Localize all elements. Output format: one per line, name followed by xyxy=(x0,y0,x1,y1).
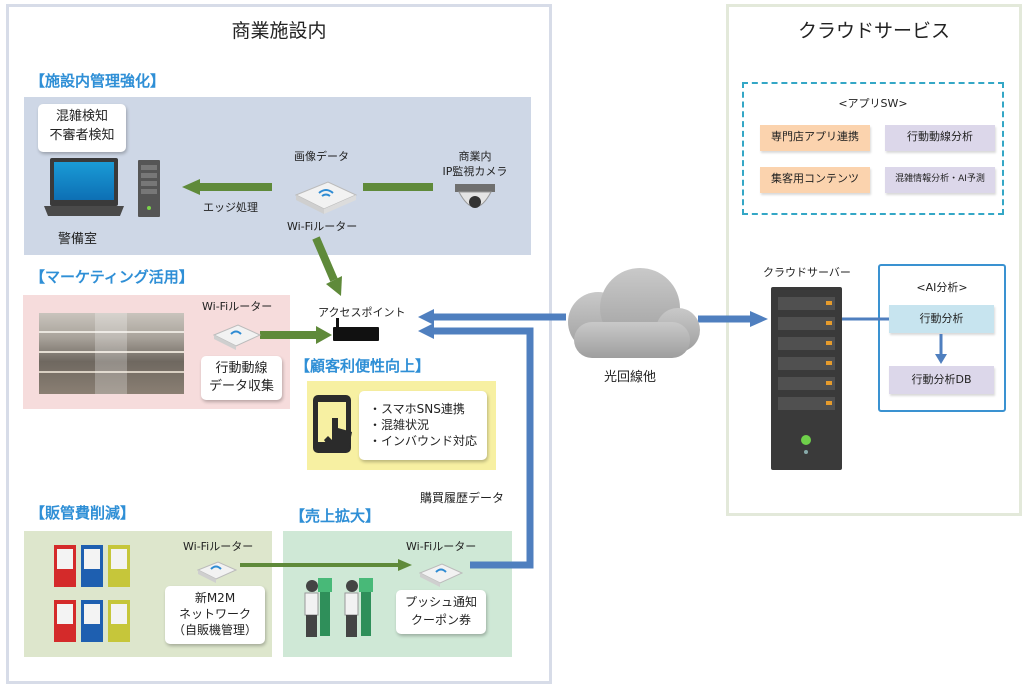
customer-item-3: ・インバウンド対応 xyxy=(369,434,478,448)
sales-card-line-1: プッシュ通知 xyxy=(404,595,477,609)
app-pill-flow-analysis: 行動動線分析 xyxy=(885,125,995,151)
router-icon-sales xyxy=(418,563,464,587)
purchase-history-label: 購買履歴データ xyxy=(420,491,505,505)
cloud-server-label: クラウドサーバー xyxy=(763,266,851,279)
detect-card: 混雑検知 不審者検知 xyxy=(38,104,126,152)
facility-mgmt-heading: 【施設内管理強化】 xyxy=(30,72,166,90)
router-icon-marketing xyxy=(212,324,262,350)
cloud-line-label: 光回線他 xyxy=(604,370,657,385)
sales-card: プッシュ通知 クーポン券 xyxy=(396,590,486,634)
access-point-icon xyxy=(333,318,379,341)
app-sw-box xyxy=(742,82,1004,215)
detect-line-2: 不審者検知 xyxy=(49,128,115,143)
router-to-ap-arrow xyxy=(312,236,338,282)
sga-router-label: Wi-Fiルーター xyxy=(183,540,254,553)
customer-heading: 【顧客利便性向上】 xyxy=(295,357,431,375)
kiosk-users-icon xyxy=(304,578,373,637)
ai-analysis-pill: 行動分析 xyxy=(889,305,994,333)
marketing-card-line-2: データ収集 xyxy=(208,379,274,394)
customer-item-1: ・スマホSNS連携 xyxy=(369,402,465,416)
image-data-label: 画像データ xyxy=(294,150,349,163)
customer-item-2: ・混雑状況 xyxy=(369,418,430,432)
server-tower-icon xyxy=(138,160,160,217)
detect-line-1: 混雑検知 xyxy=(55,109,108,124)
app-pill-content: 集客用コンテンツ xyxy=(760,167,870,193)
app-pill-specialty: 専門店アプリ連携 xyxy=(760,125,870,151)
sga-card-line-2: ネットワーク xyxy=(178,607,251,621)
app-pill-ai-forecast: 混雑情報分析・AI予測 xyxy=(885,167,995,193)
vending-machines-icon xyxy=(54,545,130,642)
purchase-data-arrow xyxy=(432,327,534,569)
router-icon-facility xyxy=(294,181,358,214)
sales-heading: 【売上拡大】 xyxy=(290,507,381,525)
ai-db-pill: 行動分析DB xyxy=(889,366,994,394)
app-sw-heading: <アプリSW> xyxy=(838,97,908,110)
access-point-label: アクセスポイント xyxy=(318,306,406,319)
edge-label: エッジ処理 xyxy=(203,201,258,214)
marketing-card-line-1: 行動動線 xyxy=(215,361,268,376)
cloud-server-icon xyxy=(771,287,842,470)
facility-title: 商業施設内 xyxy=(231,20,327,42)
cloud-icon xyxy=(568,268,700,358)
sales-router-label: Wi-Fiルーター xyxy=(406,540,477,553)
laptop-icon xyxy=(44,158,124,216)
camera-label-1: 商業内 xyxy=(458,150,492,163)
dome-camera-icon xyxy=(455,184,495,208)
smartphone-touch-icon xyxy=(313,395,352,453)
customer-card: ・スマホSNS連携 ・混雑状況 ・インバウンド対応 xyxy=(359,391,487,460)
sga-card-line-1: 新M2M xyxy=(194,591,236,605)
sga-card: 新M2M ネットワーク （自販機管理） xyxy=(165,586,265,644)
sga-card-line-3: （自販機管理） xyxy=(172,623,257,637)
sga-heading: 【販管費削減】 xyxy=(30,504,136,522)
ai-heading: <AI分析> xyxy=(916,281,968,294)
camera-label-2: IP監視カメラ xyxy=(442,165,508,178)
marketing-router-label: Wi-Fiルーター xyxy=(202,300,273,313)
cloud-title: クラウドサービス xyxy=(797,20,950,42)
marketing-card: 行動動線 データ収集 xyxy=(201,356,282,400)
sales-card-line-2: クーポン券 xyxy=(410,613,471,627)
facility-router-label: Wi-Fiルーター xyxy=(287,220,358,233)
router-icon-sga xyxy=(196,561,238,583)
security-room-label: 警備室 xyxy=(58,232,98,247)
marketing-heading: 【マーケティング活用】 xyxy=(30,268,194,286)
mall-photo xyxy=(39,313,184,394)
